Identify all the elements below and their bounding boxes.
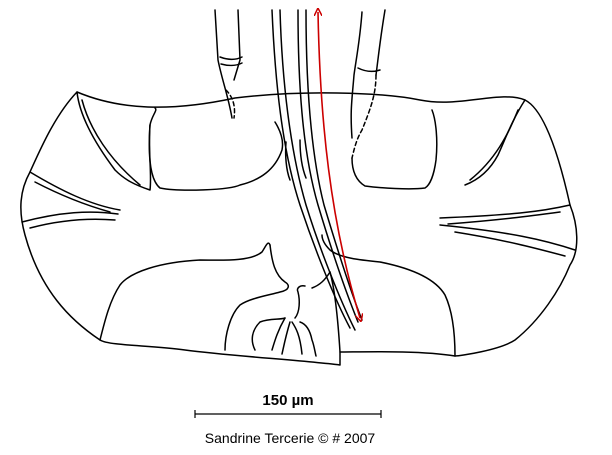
- scale-bar-label: 150 µm: [262, 392, 314, 409]
- measurement-arrow: [318, 12, 360, 318]
- lower-right-lobe: [321, 234, 456, 357]
- right-neck: [350, 11, 363, 139]
- duct-line-4: [305, 9, 363, 321]
- body-outline: [20, 91, 578, 366]
- credit-text: Sandrine Tercerie © # 2007: [204, 430, 376, 446]
- right-arm-upper: [439, 204, 571, 219]
- duct-line-2: [279, 9, 356, 331]
- right-arm-lower: [439, 224, 576, 251]
- right-lobe: [464, 99, 526, 186]
- left-neck: [214, 9, 233, 119]
- scale-bar: [194, 410, 382, 418]
- left-arm-upper: [29, 171, 121, 211]
- left-arm-lower: [21, 211, 119, 223]
- lower-left-lobe: [99, 242, 271, 341]
- left-lobe: [76, 91, 157, 191]
